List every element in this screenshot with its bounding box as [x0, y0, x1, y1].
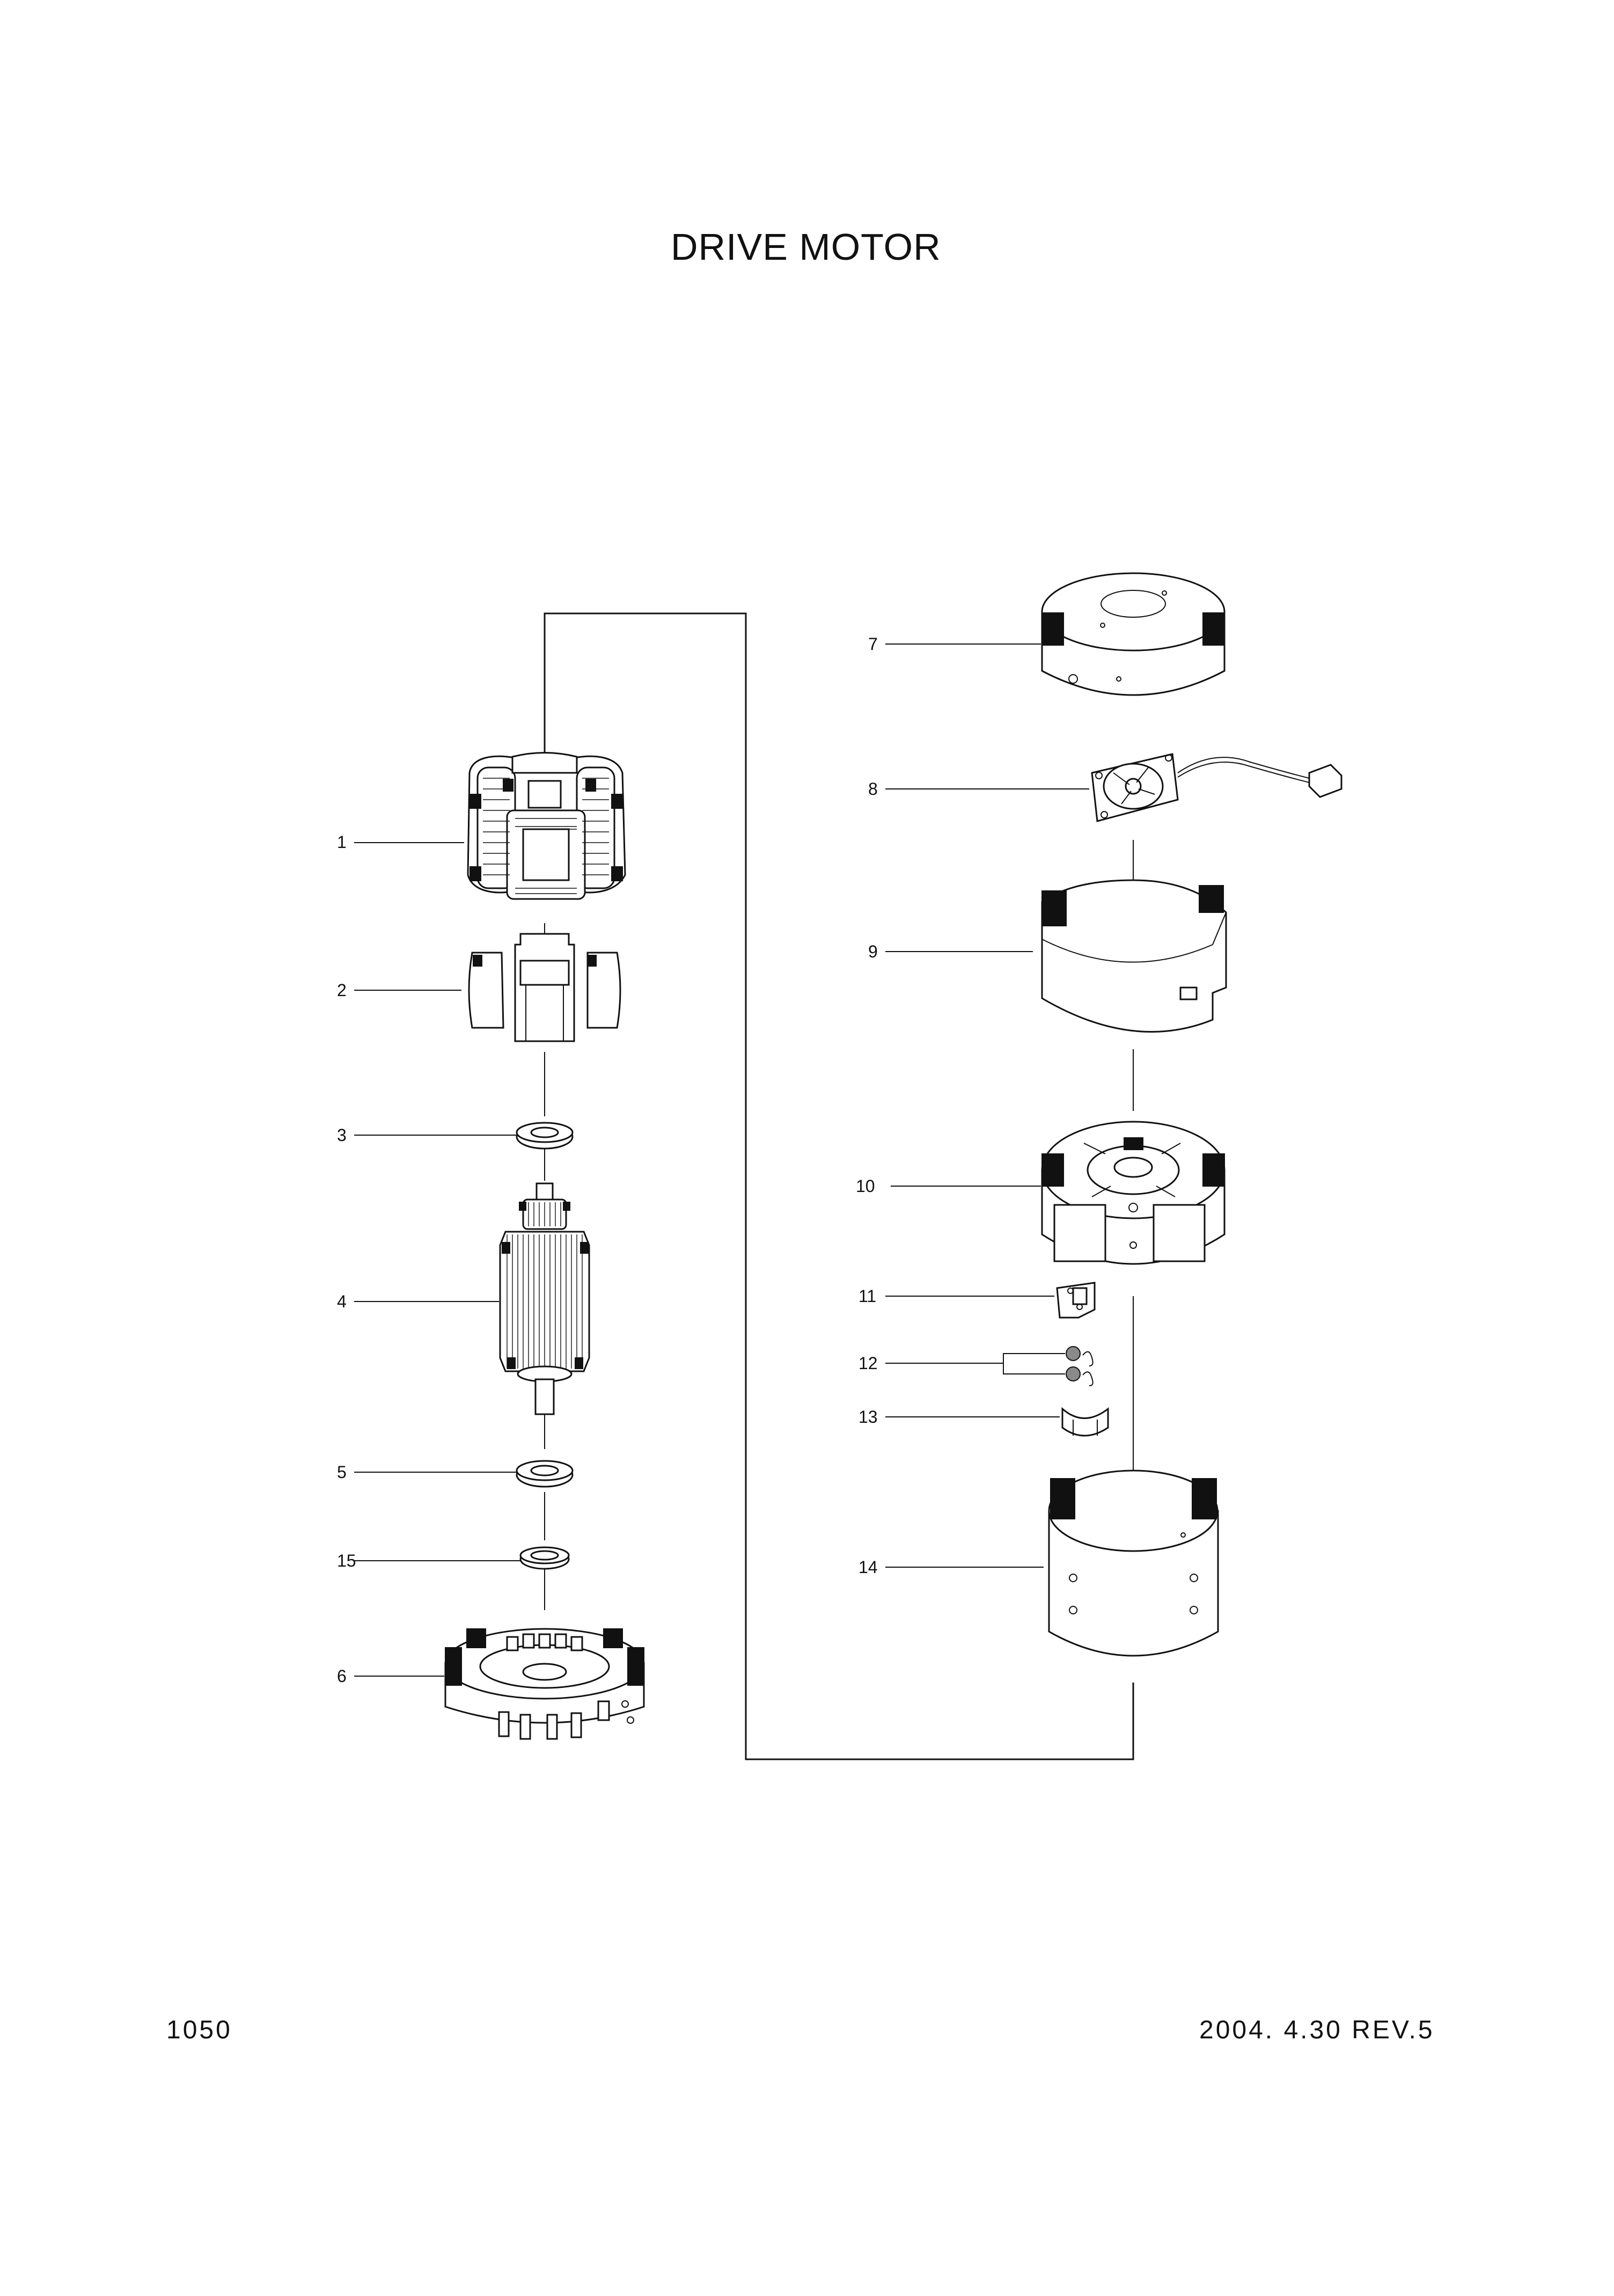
page-number: 1050	[166, 2016, 232, 2044]
callout-1: 1	[337, 832, 347, 852]
callout-9: 9	[868, 942, 878, 961]
part-14-motor-yoke	[1048, 1469, 1219, 1657]
part-15-seal-ring	[519, 1546, 570, 1570]
part-6-end-housing	[444, 1628, 645, 1740]
callout-6: 6	[337, 1666, 347, 1686]
callout-2: 2	[337, 981, 347, 1000]
part-7-fan-cover	[1041, 572, 1226, 696]
leader-lines	[354, 644, 1089, 1677]
assembly-connector-line	[544, 612, 1134, 1760]
revision-date: 2004. 4.30 REV.5	[1199, 2016, 1435, 2044]
part-11-brush-holder	[1056, 1282, 1096, 1319]
part-4-armature	[499, 1182, 590, 1415]
part-3-bearing	[516, 1122, 574, 1150]
callout-12: 12	[859, 1354, 878, 1373]
part-12-carbon-brushes	[1066, 1346, 1094, 1386]
callout-15: 15	[337, 1551, 356, 1570]
callout-14: 14	[859, 1558, 878, 1577]
part-2-pole-shoes	[468, 933, 621, 1042]
part-1-field-coil-assembly	[467, 752, 626, 900]
part-13-spring-clip	[1061, 1407, 1109, 1437]
callout-11: 11	[859, 1286, 876, 1306]
callout-13: 13	[859, 1407, 878, 1427]
callout-5: 5	[337, 1463, 347, 1482]
part-5-bearing	[516, 1460, 574, 1488]
callout-3: 3	[337, 1125, 347, 1145]
callout-8: 8	[868, 779, 878, 799]
callout-4: 4	[337, 1292, 347, 1311]
part-10-stator-frame	[1041, 1121, 1226, 1265]
callout-7: 7	[868, 634, 878, 654]
callout-10: 10	[856, 1176, 875, 1196]
diagram-title: DRIVE MOTOR	[671, 226, 941, 268]
part-9-band-cover	[1041, 879, 1227, 1033]
part-8-cooling-fan	[1091, 753, 1342, 822]
